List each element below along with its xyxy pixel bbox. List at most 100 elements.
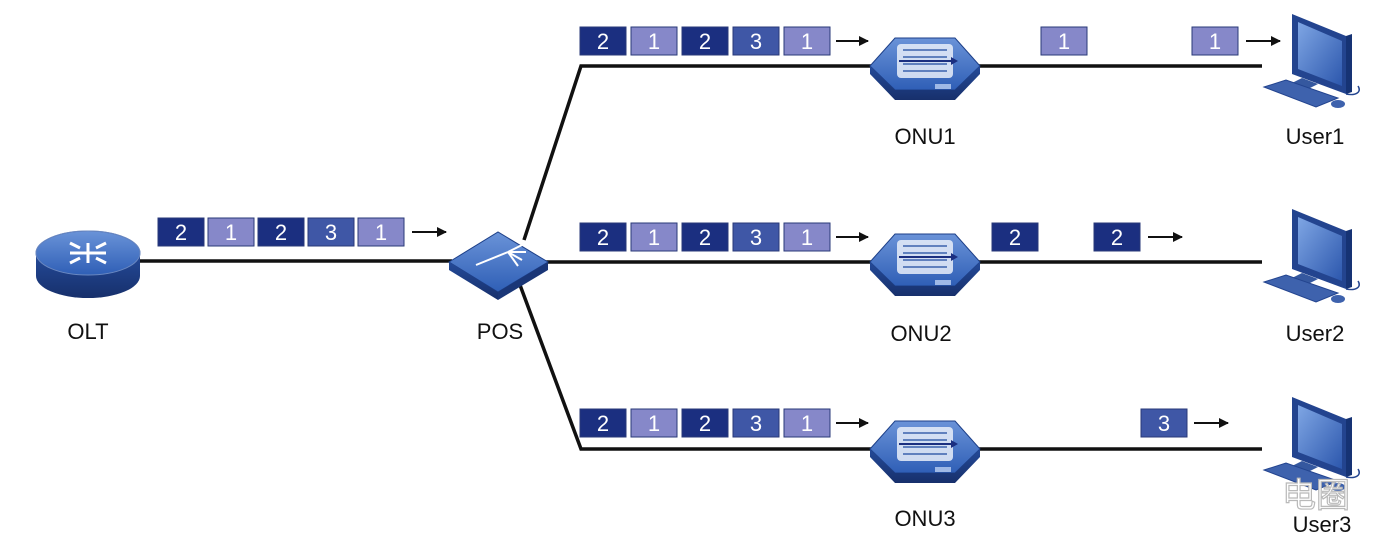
packet-pos-onu1-1: 2: [579, 26, 627, 56]
link-pos-onu3: [518, 284, 875, 451]
packet-user1-in: 1: [1191, 26, 1239, 56]
packet-olt-pos-3: 2: [257, 217, 305, 247]
packet-box: [732, 26, 780, 56]
node-labels: OLT POS ONU1 ONU2 ONU3 User1 User2 User3: [67, 124, 1351, 537]
packet-number: 2: [597, 29, 609, 54]
packet-pos-onu1-5: 1: [783, 26, 831, 56]
packet-number: 3: [750, 411, 762, 436]
onu3-label: ONU3: [894, 506, 955, 531]
pos-splitter-icon: [448, 231, 549, 300]
user3-label: User3: [1293, 512, 1352, 537]
packet-box: [783, 408, 831, 438]
onu1-device-icon: [869, 37, 981, 100]
packet-olt-pos-1: 2: [157, 217, 205, 247]
packet-number: 2: [597, 411, 609, 436]
packet-box: [783, 26, 831, 56]
packet-number: 2: [597, 225, 609, 250]
packet-olt-pos-4: 3: [307, 217, 355, 247]
packet-number: 3: [325, 220, 337, 245]
packet-number: 2: [1009, 225, 1021, 250]
packet-pos-onu3-4: 3: [732, 408, 780, 438]
onu1-label: ONU1: [894, 124, 955, 149]
packet-box: [630, 26, 678, 56]
packet-box: [681, 222, 729, 252]
packet-number: 1: [648, 411, 660, 436]
packet-number: 1: [225, 220, 237, 245]
packet-box: [307, 217, 355, 247]
packet-train-pos-onu1: 2 1 2 3 1: [579, 26, 831, 56]
onu2-label: ONU2: [890, 321, 951, 346]
packet-onu2-out: 2: [991, 222, 1039, 252]
packet-number: 1: [375, 220, 387, 245]
packet-box: [1191, 26, 1239, 56]
packet-box: [783, 222, 831, 252]
packet-pos-onu3-3: 2: [681, 408, 729, 438]
packet-number: 2: [175, 220, 187, 245]
packet-box: [732, 222, 780, 252]
packet-number: 2: [275, 220, 287, 245]
onu2-device-icon: [869, 233, 981, 296]
packet-box: [681, 408, 729, 438]
packet-box: [1040, 26, 1088, 56]
packet-pos-onu2-4: 3: [732, 222, 780, 252]
packet-olt-pos-5: 1: [357, 217, 405, 247]
packet-box: [357, 217, 405, 247]
packet-number: 2: [699, 225, 711, 250]
packet-box: [579, 26, 627, 56]
flow-arrows: [412, 36, 1281, 428]
packet-box: [681, 26, 729, 56]
packet-pos-onu2-3: 2: [681, 222, 729, 252]
packet-box: [157, 217, 205, 247]
packet-pos-onu1-3: 2: [681, 26, 729, 56]
packet-number: 1: [648, 29, 660, 54]
fiber-links: [140, 64, 1262, 451]
packet-number: 1: [801, 411, 813, 436]
onu3-device-icon: [869, 420, 981, 483]
link-pos-onu1: [522, 64, 875, 241]
packet-number: 1: [801, 29, 813, 54]
delivered-packets: 1 1 2 2 3: [991, 26, 1239, 438]
olt-label: OLT: [67, 319, 108, 344]
user3-computer-icon: [1262, 397, 1360, 491]
packet-box: [579, 222, 627, 252]
packet-box: [630, 222, 678, 252]
user2-label: User2: [1286, 321, 1345, 346]
packet-onu1-out: 1: [1040, 26, 1088, 56]
packet-user2-in: 2: [1093, 222, 1141, 252]
packet-train-pos-onu3: 2 1 2 3 1: [579, 408, 831, 438]
packet-box: [630, 408, 678, 438]
olt-router-icon: [35, 230, 141, 298]
pos-label: POS: [477, 319, 523, 344]
packet-number: 2: [1111, 225, 1123, 250]
packet-pos-onu3-1: 2: [579, 408, 627, 438]
packet-box: [579, 408, 627, 438]
packet-number: 3: [750, 29, 762, 54]
packet-box: [732, 408, 780, 438]
packet-box: [1140, 408, 1188, 438]
packet-pos-onu3-5: 1: [783, 408, 831, 438]
packet-pos-onu1-4: 3: [732, 26, 780, 56]
packet-box: [257, 217, 305, 247]
user2-computer-icon: [1262, 209, 1360, 303]
packet-box: [1093, 222, 1141, 252]
user1-computer-icon: [1262, 14, 1360, 108]
packet-number: 1: [1209, 29, 1221, 54]
user1-label: User1: [1286, 124, 1345, 149]
packet-pos-onu2-5: 1: [783, 222, 831, 252]
packet-pos-onu1-2: 1: [630, 26, 678, 56]
packet-number: 1: [648, 225, 660, 250]
packet-number: 1: [1058, 29, 1070, 54]
packet-pos-onu2-2: 1: [630, 222, 678, 252]
packet-olt-pos-2: 1: [207, 217, 255, 247]
packet-train-olt-pos: 2 1 2 3 1: [157, 217, 405, 247]
packet-user3-in: 3: [1140, 408, 1188, 438]
packet-number: 2: [699, 29, 711, 54]
packet-box: [991, 222, 1039, 252]
packet-box: [207, 217, 255, 247]
packet-pos-onu3-2: 1: [630, 408, 678, 438]
watermark-text: 电圈: [1282, 476, 1350, 516]
packet-number: 2: [699, 411, 711, 436]
